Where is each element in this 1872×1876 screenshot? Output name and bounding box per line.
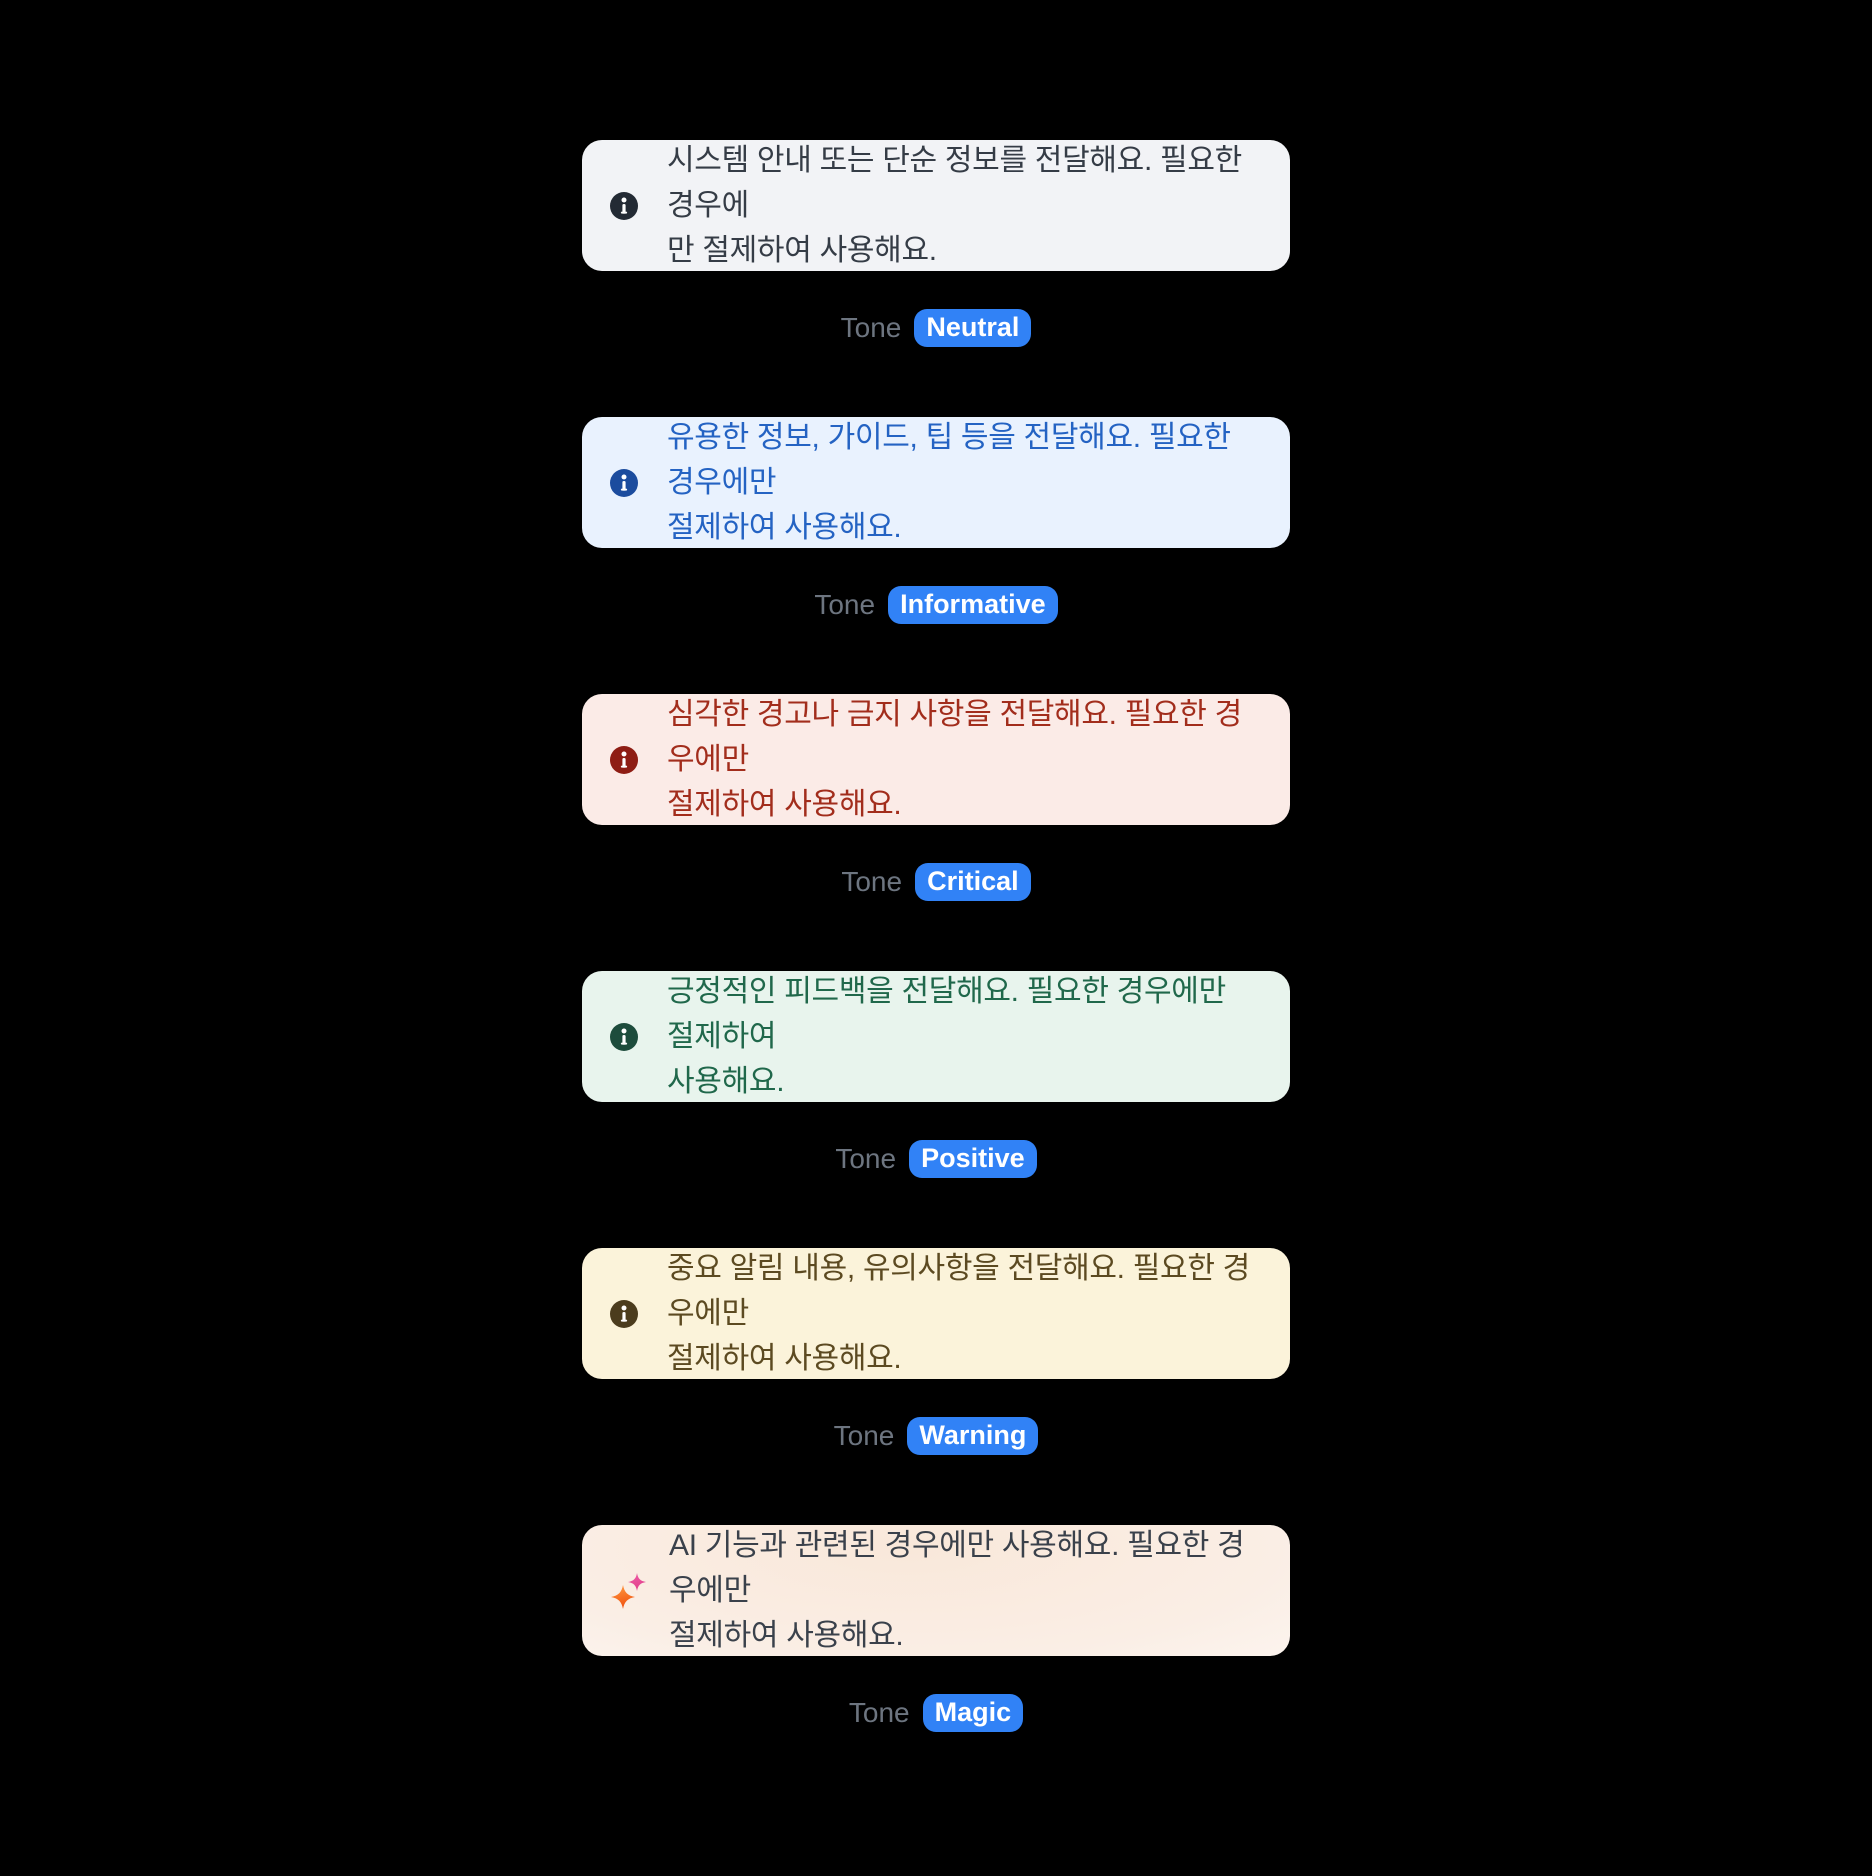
callout-magic: AI 기능과 관련된 경우에만 사용해요. 필요한 경우에만 절제하여 사용해요… xyxy=(582,1525,1290,1656)
info-icon xyxy=(610,468,638,497)
tone-example-critical: 심각한 경고나 금지 사항을 전달해요. 필요한 경우에만 절제하여 사용해요.… xyxy=(582,694,1290,902)
info-icon xyxy=(610,1022,638,1051)
tone-row: Tone Positive xyxy=(582,1139,1290,1179)
tone-example-positive: 긍정적인 피드백을 전달해요. 필요한 경우에만 절제하여 사용해요. Tone… xyxy=(582,971,1290,1179)
tone-examples-list: 시스템 안내 또는 단순 정보를 전달해요. 필요한 경우에 만 절제하여 사용… xyxy=(582,0,1290,1733)
tone-badge-critical[interactable]: Critical xyxy=(915,863,1031,901)
tone-label: Tone xyxy=(833,1420,895,1451)
callout-informative: 유용한 정보, 가이드, 팁 등을 전달해요. 필요한 경우에만 절제하여 사용… xyxy=(582,417,1290,548)
callout-description: 시스템 안내 또는 단순 정보를 전달해요. 필요한 경우에 만 절제하여 사용… xyxy=(667,144,1242,267)
tone-badge-neutral[interactable]: Neutral xyxy=(914,309,1032,347)
tone-badge-magic[interactable]: Magic xyxy=(922,1694,1024,1732)
tone-row: Tone Warning xyxy=(582,1416,1290,1456)
tone-example-magic: AI 기능과 관련된 경우에만 사용해요. 필요한 경우에만 절제하여 사용해요… xyxy=(582,1525,1290,1733)
sparkle-icon xyxy=(611,1572,646,1609)
tone-label: Tone xyxy=(848,1697,910,1728)
callout-description: 심각한 경고나 금지 사항을 전달해요. 필요한 경우에만 절제하여 사용해요. xyxy=(667,698,1242,821)
tone-example-informative: 유용한 정보, 가이드, 팁 등을 전달해요. 필요한 경우에만 절제하여 사용… xyxy=(582,417,1290,625)
callout-description: 유용한 정보, 가이드, 팁 등을 전달해요. 필요한 경우에만 절제하여 사용… xyxy=(667,421,1231,544)
tone-label: Tone xyxy=(835,1143,897,1174)
info-icon xyxy=(610,191,638,220)
tone-row: Tone Magic xyxy=(582,1693,1290,1733)
callout-description: 중요 알림 내용, 유의사항을 전달해요. 필요한 경우에만 절제하여 사용해요… xyxy=(667,1252,1250,1375)
callout-description: 긍정적인 피드백을 전달해요. 필요한 경우에만 절제하여 사용해요. xyxy=(667,975,1226,1098)
tone-badge-warning[interactable]: Warning xyxy=(907,1417,1039,1455)
tone-example-warning: 중요 알림 내용, 유의사항을 전달해요. 필요한 경우에만 절제하여 사용해요… xyxy=(582,1248,1290,1456)
info-icon xyxy=(610,1299,638,1328)
tone-example-neutral: 시스템 안내 또는 단순 정보를 전달해요. 필요한 경우에 만 절제하여 사용… xyxy=(582,140,1290,348)
callout-positive: 긍정적인 피드백을 전달해요. 필요한 경우에만 절제하여 사용해요. xyxy=(582,971,1290,1102)
tone-badge-informative[interactable]: Informative xyxy=(888,586,1058,624)
callout-warning: 중요 알림 내용, 유의사항을 전달해요. 필요한 경우에만 절제하여 사용해요… xyxy=(582,1248,1290,1379)
tone-label: Tone xyxy=(841,866,903,897)
tone-label: Tone xyxy=(840,312,902,343)
tone-label: Tone xyxy=(814,589,876,620)
tone-row: Tone Critical xyxy=(582,862,1290,902)
info-icon xyxy=(610,745,638,774)
callout-description: AI 기능과 관련된 경우에만 사용해요. 필요한 경우에만 절제하여 사용해요… xyxy=(669,1529,1245,1652)
tone-badge-positive[interactable]: Positive xyxy=(909,1140,1037,1178)
callout-critical: 심각한 경고나 금지 사항을 전달해요. 필요한 경우에만 절제하여 사용해요. xyxy=(582,694,1290,825)
callout-neutral: 시스템 안내 또는 단순 정보를 전달해요. 필요한 경우에 만 절제하여 사용… xyxy=(582,140,1290,271)
tone-row: Tone Informative xyxy=(582,585,1290,625)
tone-row: Tone Neutral xyxy=(582,308,1290,348)
